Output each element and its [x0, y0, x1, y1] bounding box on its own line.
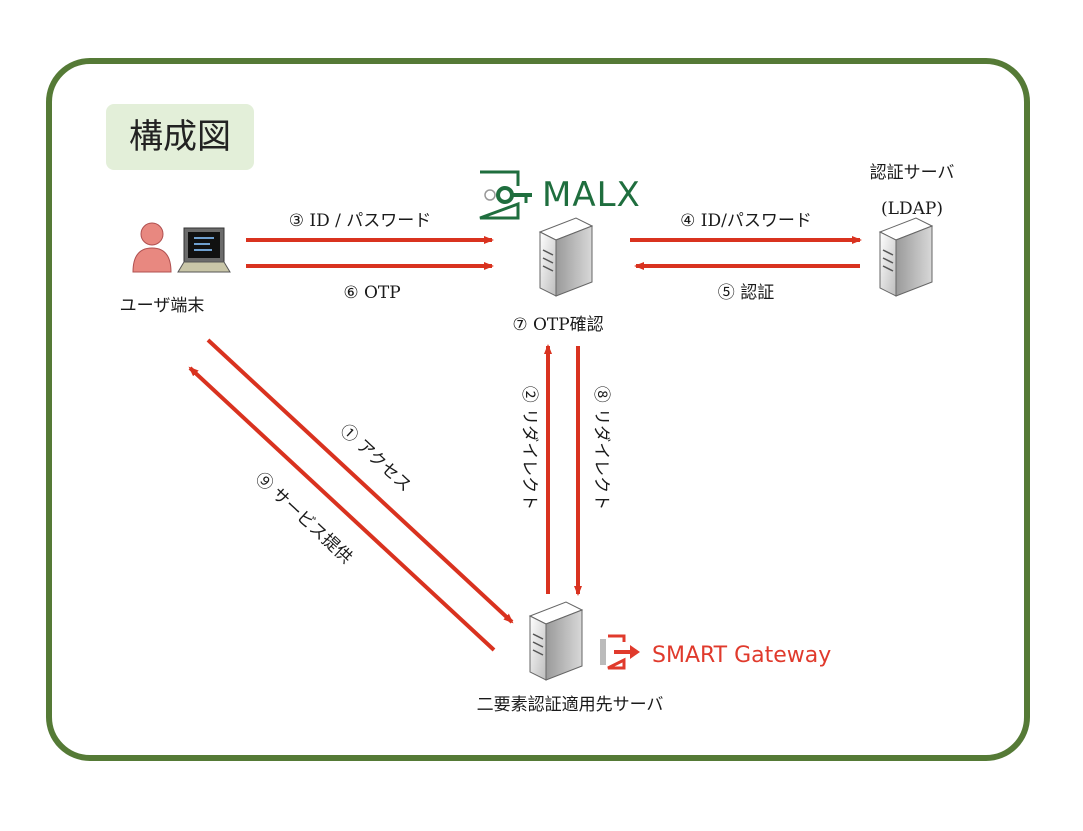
- edge-label-4: ④ ID/パスワード: [680, 211, 812, 231]
- malx-key-icon: [479, 170, 532, 220]
- auth-server-icon: [878, 217, 934, 297]
- otp-check-label: ⑦ OTP確認: [512, 315, 603, 335]
- arrow-1-access: [206, 338, 514, 624]
- laptop-icon: [177, 227, 231, 273]
- edge-label-3: ③ ID / パスワード: [289, 211, 432, 231]
- auth-server-ldap-label: (LDAP): [881, 199, 943, 219]
- smart-gateway-logo-text: SMART Gateway: [652, 643, 831, 668]
- smart-gateway-icon: [600, 634, 640, 670]
- user-icon: [132, 222, 172, 273]
- target-server-icon: [528, 601, 584, 681]
- title-badge: [106, 104, 254, 170]
- auth-server-label: 認証サーバ: [870, 163, 955, 183]
- edge-label-8: ⑧ リダイレクト: [591, 386, 611, 510]
- edge-label-9: ⑨ サービス提供: [251, 469, 356, 568]
- edge-label-2: ② リダイレクト: [519, 386, 539, 510]
- diagram-frame: [46, 58, 1030, 761]
- edge-label-6: ⑥ OTP: [343, 283, 400, 303]
- user-terminal-label: ユーザ端末: [120, 296, 205, 316]
- malx-server-icon: [538, 217, 594, 297]
- edge-label-5: ⑤ 認証: [718, 283, 774, 303]
- target-server-label: 二要素認証適用先サーバ: [477, 695, 664, 715]
- malx-logo-text: MALX: [542, 175, 641, 215]
- arrow-9-service: [188, 366, 496, 652]
- edge-label-1: ① アクセス: [336, 421, 415, 497]
- diagram-title: 構成図: [129, 117, 231, 157]
